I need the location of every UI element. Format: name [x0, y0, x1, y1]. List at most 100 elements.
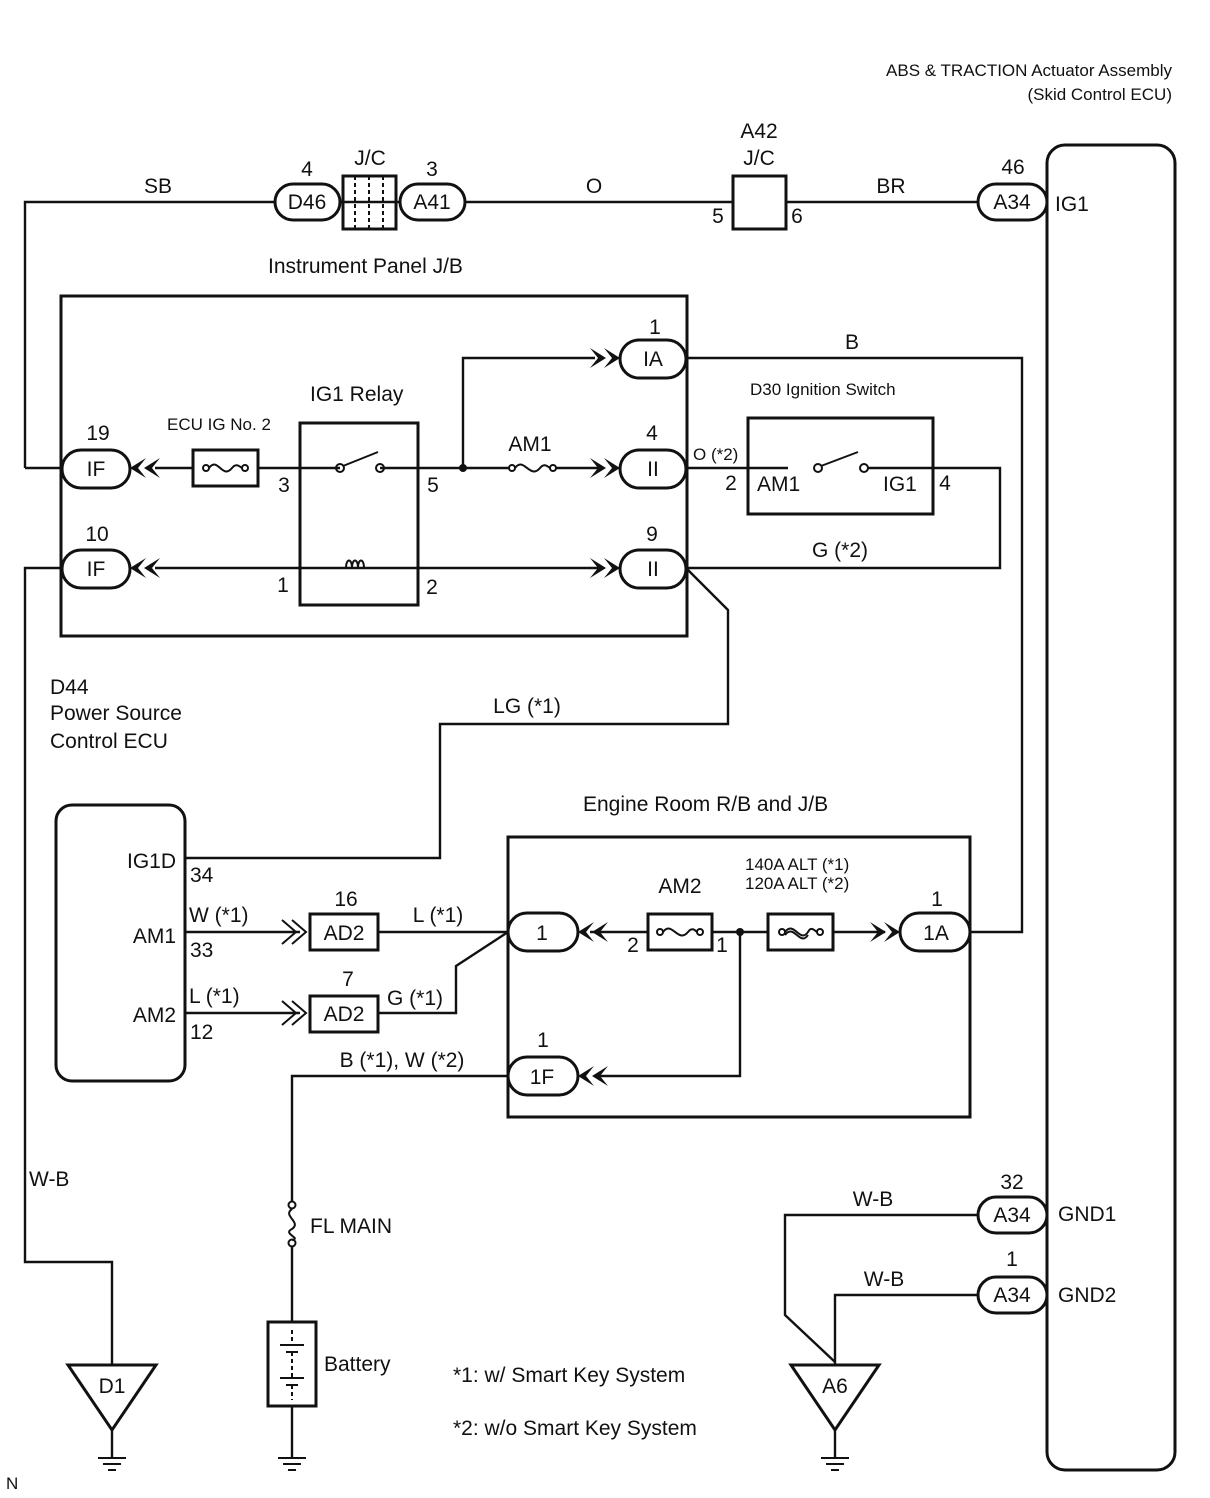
wire-label-g2: G (*2)	[812, 539, 868, 562]
connector-ii-9	[618, 548, 688, 590]
connector-a34-ig1	[976, 182, 1049, 222]
connector-d46	[273, 182, 342, 222]
pin-am2-right: 1	[716, 934, 728, 957]
wire-wb-gnd1	[783, 1213, 978, 1363]
jc-a42-label: J/C	[743, 147, 775, 170]
wire-label-wb-left: W-B	[29, 1168, 69, 1191]
pin-a42-left: 5	[712, 205, 724, 228]
ground-a6-label: A6	[822, 1375, 848, 1398]
am1-fuse-label: AM1	[508, 433, 551, 456]
am2-fuse-label: AM2	[658, 875, 701, 898]
wire-label-g1: G (*1)	[387, 987, 443, 1010]
instrument-panel-jb-label: Instrument Panel J/B	[268, 255, 463, 278]
wire-label-o: O	[586, 175, 602, 198]
connector-if-19	[60, 448, 132, 490]
connector-ad2-7-label: AD2	[324, 1003, 365, 1026]
pin-ii-4: 4	[646, 422, 658, 445]
connector-erb-1a-label: 1A	[923, 922, 949, 945]
pin-a34-ig1: 46	[1001, 156, 1024, 179]
ground-d1-label: D1	[99, 1375, 126, 1398]
wire-label-l1-right: L (*1)	[413, 904, 464, 927]
pin-if-19: 19	[86, 422, 109, 445]
wire-junction-1f	[600, 932, 742, 1078]
connector-a41-label: A41	[413, 191, 450, 214]
pin-ad2-16: 16	[334, 888, 357, 911]
battery-label: Battery	[324, 1353, 391, 1376]
connector-a41	[398, 182, 467, 222]
ig1-relay-label: IG1 Relay	[310, 383, 404, 406]
power-source-ecu-line1: Power Source	[50, 702, 182, 725]
ecu-terminal-am2: AM2	[133, 1004, 176, 1027]
pin-erb-1f: 1	[537, 1029, 549, 1052]
terminal-gnd2: GND2	[1058, 1284, 1116, 1307]
am1-fuse-symbol	[508, 463, 557, 473]
alt-fuse-line2: 120A ALT (*2)	[745, 874, 849, 893]
pin-ii-9: 9	[646, 523, 658, 546]
wire-label-wb-gnd2: W-B	[864, 1268, 904, 1291]
instrument-panel-jb-box	[59, 294, 689, 638]
connector-a34-gnd2	[976, 1275, 1049, 1315]
wire-g1	[378, 930, 509, 1015]
ecu-terminal-ig1d: IG1D	[127, 850, 176, 873]
jc-a42-id: A42	[740, 120, 777, 143]
wire-wb-gnd2	[833, 1293, 978, 1365]
power-source-ecu-id: D44	[50, 676, 89, 699]
pin-ecu-33: 33	[190, 939, 213, 962]
connector-arrows	[130, 348, 900, 1086]
connector-erb-1f-label: 1F	[530, 1066, 555, 1089]
terminal-ig1: IG1	[1055, 193, 1089, 216]
corner-mark: N	[6, 1474, 18, 1493]
wire-sb	[23, 200, 275, 468]
ignition-switch-label: D30 Ignition Switch	[750, 380, 896, 399]
connector-d46-label: D46	[288, 191, 327, 214]
connector-a34-gnd1	[976, 1195, 1049, 1235]
ground-a6	[788, 1363, 882, 1471]
connector-ia-label: IA	[643, 348, 663, 371]
ecu-terminal-am1: AM1	[133, 925, 176, 948]
wire-label-lg1: LG (*1)	[493, 695, 561, 718]
pin-relay-3: 3	[278, 474, 290, 497]
ignition-switch-symbol	[813, 451, 869, 473]
jc-top-symbol	[341, 174, 398, 231]
connector-if-10-label: IF	[87, 558, 106, 581]
wires	[23, 200, 1024, 1458]
connector-if-10	[60, 548, 132, 590]
ground-battery	[278, 1457, 306, 1471]
ig1-relay-box	[298, 421, 420, 607]
connector-ad2-16	[308, 912, 380, 952]
pin-relay-5: 5	[427, 474, 439, 497]
connector-ad2-16-label: AD2	[324, 922, 365, 945]
alt-fuse-line1: 140A ALT (*1)	[745, 855, 849, 874]
wire-wb-left	[23, 566, 114, 1365]
ecu-ig-no2-label: ECU IG No. 2	[167, 415, 271, 434]
pin-ia: 1	[649, 316, 661, 339]
pin-relay-1: 1	[277, 574, 289, 597]
wire-b	[686, 356, 1024, 934]
ignition-switch-box	[746, 416, 935, 516]
alt-fuse-symbol	[766, 912, 835, 952]
relay-switch-symbol	[335, 451, 385, 473]
wire-junction-ia	[461, 356, 595, 468]
abs-actuator-box	[1045, 143, 1177, 1472]
pin-relay-2: 2	[426, 576, 438, 599]
wire-label-o2: O (*2)	[693, 445, 738, 464]
connector-pills	[60, 182, 1049, 1315]
pin-a34-gnd1: 32	[1000, 1171, 1023, 1194]
relay-coil-symbol	[345, 559, 365, 569]
pin-sw-2: 2	[725, 472, 737, 495]
battery-symbol	[266, 1320, 318, 1408]
wire-label-wb-gnd1: W-B	[853, 1188, 893, 1211]
pin-a41: 3	[426, 158, 438, 181]
wire-label-bw: B (*1), W (*2)	[340, 1049, 465, 1072]
power-source-ecu-box	[54, 803, 187, 1083]
connector-ii-4-label: II	[647, 458, 659, 481]
am2-fuse-symbol	[646, 912, 714, 952]
connector-ad2-7	[308, 994, 380, 1034]
wire-label-b: B	[845, 331, 859, 354]
connector-if-19-label: IF	[87, 458, 106, 481]
pin-d46: 4	[301, 158, 313, 181]
wire-label-l1-left: L (*1)	[189, 985, 240, 1008]
wire-lg1	[185, 567, 730, 860]
ecu-ig-no2-fuse	[191, 448, 260, 488]
